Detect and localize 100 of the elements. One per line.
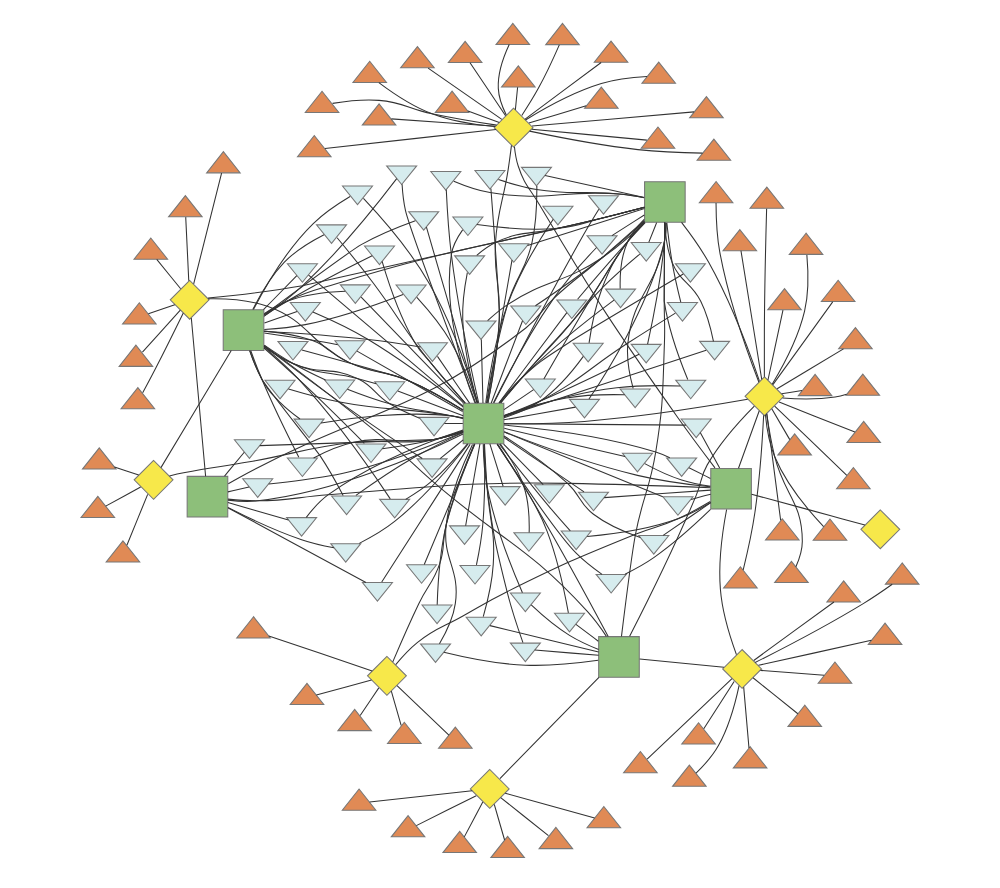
connector <box>492 246 598 404</box>
connector <box>666 222 682 303</box>
node-triangle <box>776 433 813 456</box>
connector <box>390 118 496 127</box>
node-arrowhead <box>661 496 695 517</box>
connector <box>525 76 648 121</box>
connector <box>774 405 848 476</box>
connector <box>503 355 584 419</box>
connector <box>463 801 484 838</box>
node-box <box>462 402 505 445</box>
node-triangle <box>437 726 474 749</box>
node-arrowhead <box>497 243 530 264</box>
connector <box>113 466 140 476</box>
node-arrowhead <box>680 418 713 439</box>
node-arrowhead <box>541 205 575 226</box>
connector <box>766 413 803 568</box>
connector <box>496 443 609 638</box>
node-diamond <box>469 768 510 810</box>
connector <box>356 350 464 413</box>
node-box <box>598 636 640 678</box>
node-triangle <box>622 750 659 774</box>
connector <box>147 304 176 315</box>
node-arrowhead <box>698 340 731 361</box>
connector <box>498 312 568 404</box>
node-arrowhead <box>585 235 619 256</box>
node-arrowhead <box>453 255 486 276</box>
node-arrowhead <box>333 340 367 361</box>
node-triangle <box>688 95 725 119</box>
node-triangle <box>336 708 373 732</box>
node-arrowhead <box>509 305 542 326</box>
connector <box>703 680 735 730</box>
node-triangle <box>835 466 872 490</box>
node-arrowhead <box>630 242 663 262</box>
connector <box>503 427 626 458</box>
node-triangle <box>105 539 141 563</box>
connector <box>503 435 641 539</box>
connector <box>250 350 300 458</box>
connector <box>378 82 496 127</box>
node-arrowhead <box>407 211 440 232</box>
node-box <box>186 475 229 518</box>
node-box <box>710 467 752 510</box>
node-triangle <box>79 495 116 519</box>
node-arrowhead <box>630 343 663 364</box>
connector <box>695 685 740 774</box>
node-arrowhead <box>560 530 593 551</box>
connector <box>690 493 712 500</box>
node-arrowhead <box>405 564 438 585</box>
connector <box>253 195 351 310</box>
connector <box>588 222 667 400</box>
connector <box>514 86 519 111</box>
node-arrowhead <box>464 320 498 341</box>
node-diamond <box>366 655 408 697</box>
connector <box>487 222 646 322</box>
node-arrowhead <box>263 379 297 400</box>
connector <box>486 259 513 404</box>
connector <box>490 320 524 404</box>
connector <box>315 679 373 696</box>
node-triangle <box>764 517 801 541</box>
node-diamond <box>133 459 174 501</box>
connector <box>688 467 711 479</box>
connector <box>263 330 464 411</box>
connector <box>482 443 523 594</box>
connector <box>763 208 768 378</box>
connector <box>603 489 712 499</box>
node-arrowhead <box>233 439 266 460</box>
node-arrowhead <box>520 166 553 187</box>
connector <box>185 216 190 282</box>
node-triangle <box>640 126 676 149</box>
node-triangle <box>118 344 154 367</box>
connector <box>771 408 791 441</box>
connector <box>227 482 711 502</box>
node-diamond <box>169 279 210 320</box>
connector <box>757 639 872 666</box>
node-arrowhead <box>286 263 319 284</box>
node-triangle <box>289 682 325 705</box>
connector <box>369 790 473 803</box>
connector <box>503 431 664 498</box>
node-arrowhead <box>553 612 586 633</box>
connector <box>436 443 475 606</box>
connector <box>503 389 535 411</box>
node-triangle <box>773 560 810 584</box>
connector <box>105 486 142 507</box>
connector <box>575 623 599 642</box>
connector <box>503 424 671 459</box>
connector <box>493 803 506 841</box>
connector <box>586 501 712 537</box>
node-triangle <box>351 60 388 83</box>
connector <box>782 393 848 400</box>
node-triangle <box>205 150 242 174</box>
connector <box>530 604 600 651</box>
connector <box>227 486 250 493</box>
connector <box>438 443 473 645</box>
connector <box>427 67 503 120</box>
node-triangle <box>500 64 537 88</box>
connector <box>497 443 569 614</box>
node-triangle <box>820 279 856 302</box>
node-triangle <box>721 228 758 252</box>
connector <box>263 220 416 316</box>
connector <box>263 344 607 637</box>
connector <box>577 222 646 300</box>
